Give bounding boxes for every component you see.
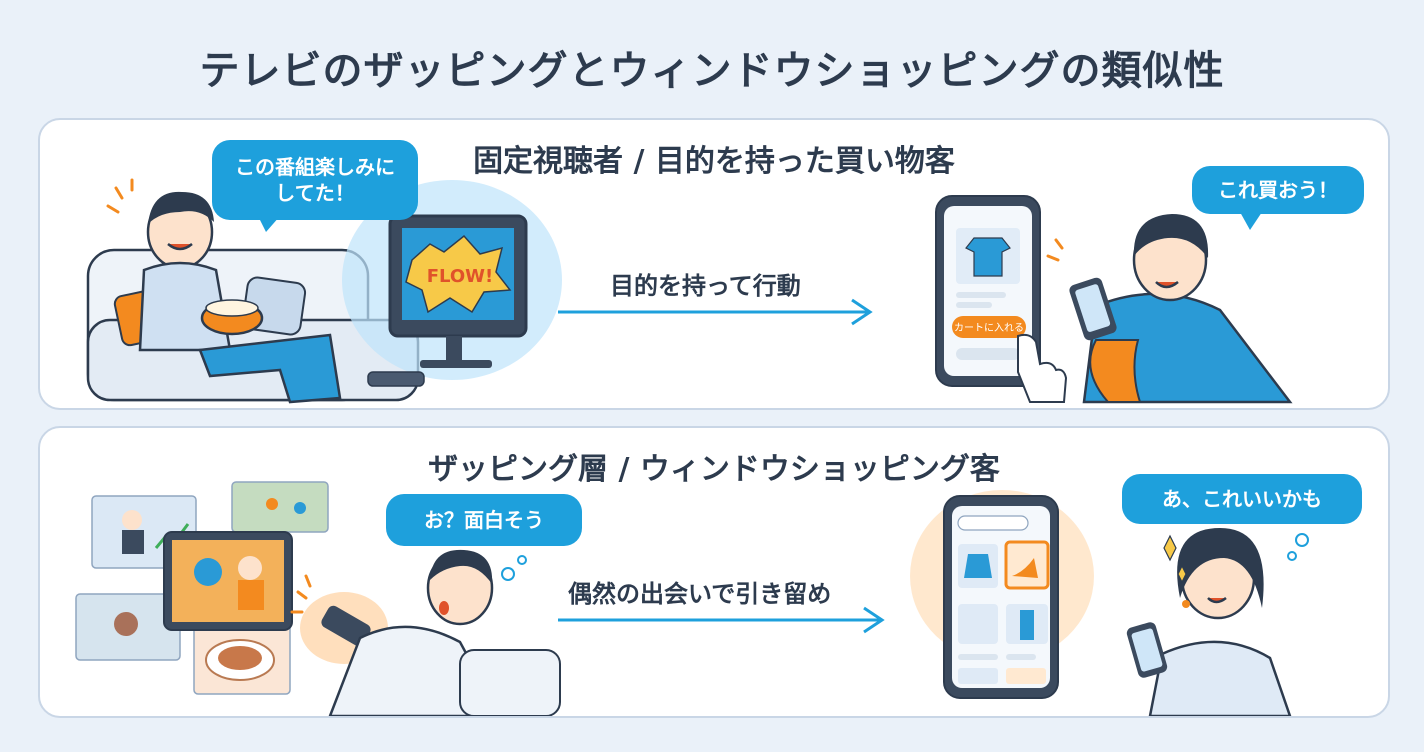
sparkle-icon <box>1177 564 1187 584</box>
fixed-viewer-panel: FLOW! カートに入れる <box>38 118 1390 410</box>
viewer-speech-bubble: この番組楽しみにしてた！ <box>212 140 418 220</box>
highlighted-shoe-tile <box>1004 540 1050 590</box>
serendipity-arrow-label: 偶然の出会いで引き留め <box>568 580 832 608</box>
zapping-speech-bubble: お？面白そう <box>386 494 582 546</box>
purposeful-arrow-label: 目的を持って行動 <box>610 272 801 300</box>
window-shopper-speech-bubble: あ、これいいかも <box>1122 474 1362 524</box>
window-shopper-illustration <box>1126 528 1309 716</box>
soccer-channel-thumbnail <box>231 481 329 533</box>
page-title: テレビのザッピングとウィンドウショッピングの類似性 <box>199 48 1225 94</box>
zapping-viewer-panel: ザッピング層 / ウィンドウショッピング客 お？面白そう 偶然の出会いで引き留め… <box>38 426 1390 718</box>
shopper-person-illustration <box>1046 214 1293 404</box>
remote-control-icon <box>321 605 371 647</box>
sparkle-icon <box>1163 534 1177 562</box>
serendipity-arrow <box>558 606 885 634</box>
shopping-phone-illustration: カートに入れる <box>935 195 1041 387</box>
shopper-speech-bubble: これ買おう！ <box>1192 166 1364 214</box>
catalog-phone-illustration <box>910 490 1094 699</box>
sneaker-product-tile <box>958 604 998 644</box>
remote-control-icon <box>367 371 425 387</box>
viewer-person-illustration <box>106 178 342 404</box>
fixed-viewer-heading: 固定視聴者 / 目的を持った買い物客 <box>473 144 955 179</box>
channel-screens-collage <box>75 481 329 695</box>
pointing-hand-icon <box>1017 333 1068 403</box>
purposeful-arrow <box>558 298 873 326</box>
zapping-viewer-heading: ザッピング層 / ウィンドウショッピング客 <box>428 452 1000 487</box>
add-to-cart-label: カートに入れる <box>954 322 1024 334</box>
catalog-search-bar <box>957 515 1029 531</box>
fixed-viewer-scene: FLOW! カートに入れる <box>86 178 1293 404</box>
tv-screen-text: FLOW! <box>427 266 494 287</box>
zapping-viewer-scene <box>75 481 1309 716</box>
add-to-cart-button <box>952 316 1026 338</box>
television-illustration: FLOW! <box>342 180 562 387</box>
zapping-person-illustration <box>328 549 561 716</box>
